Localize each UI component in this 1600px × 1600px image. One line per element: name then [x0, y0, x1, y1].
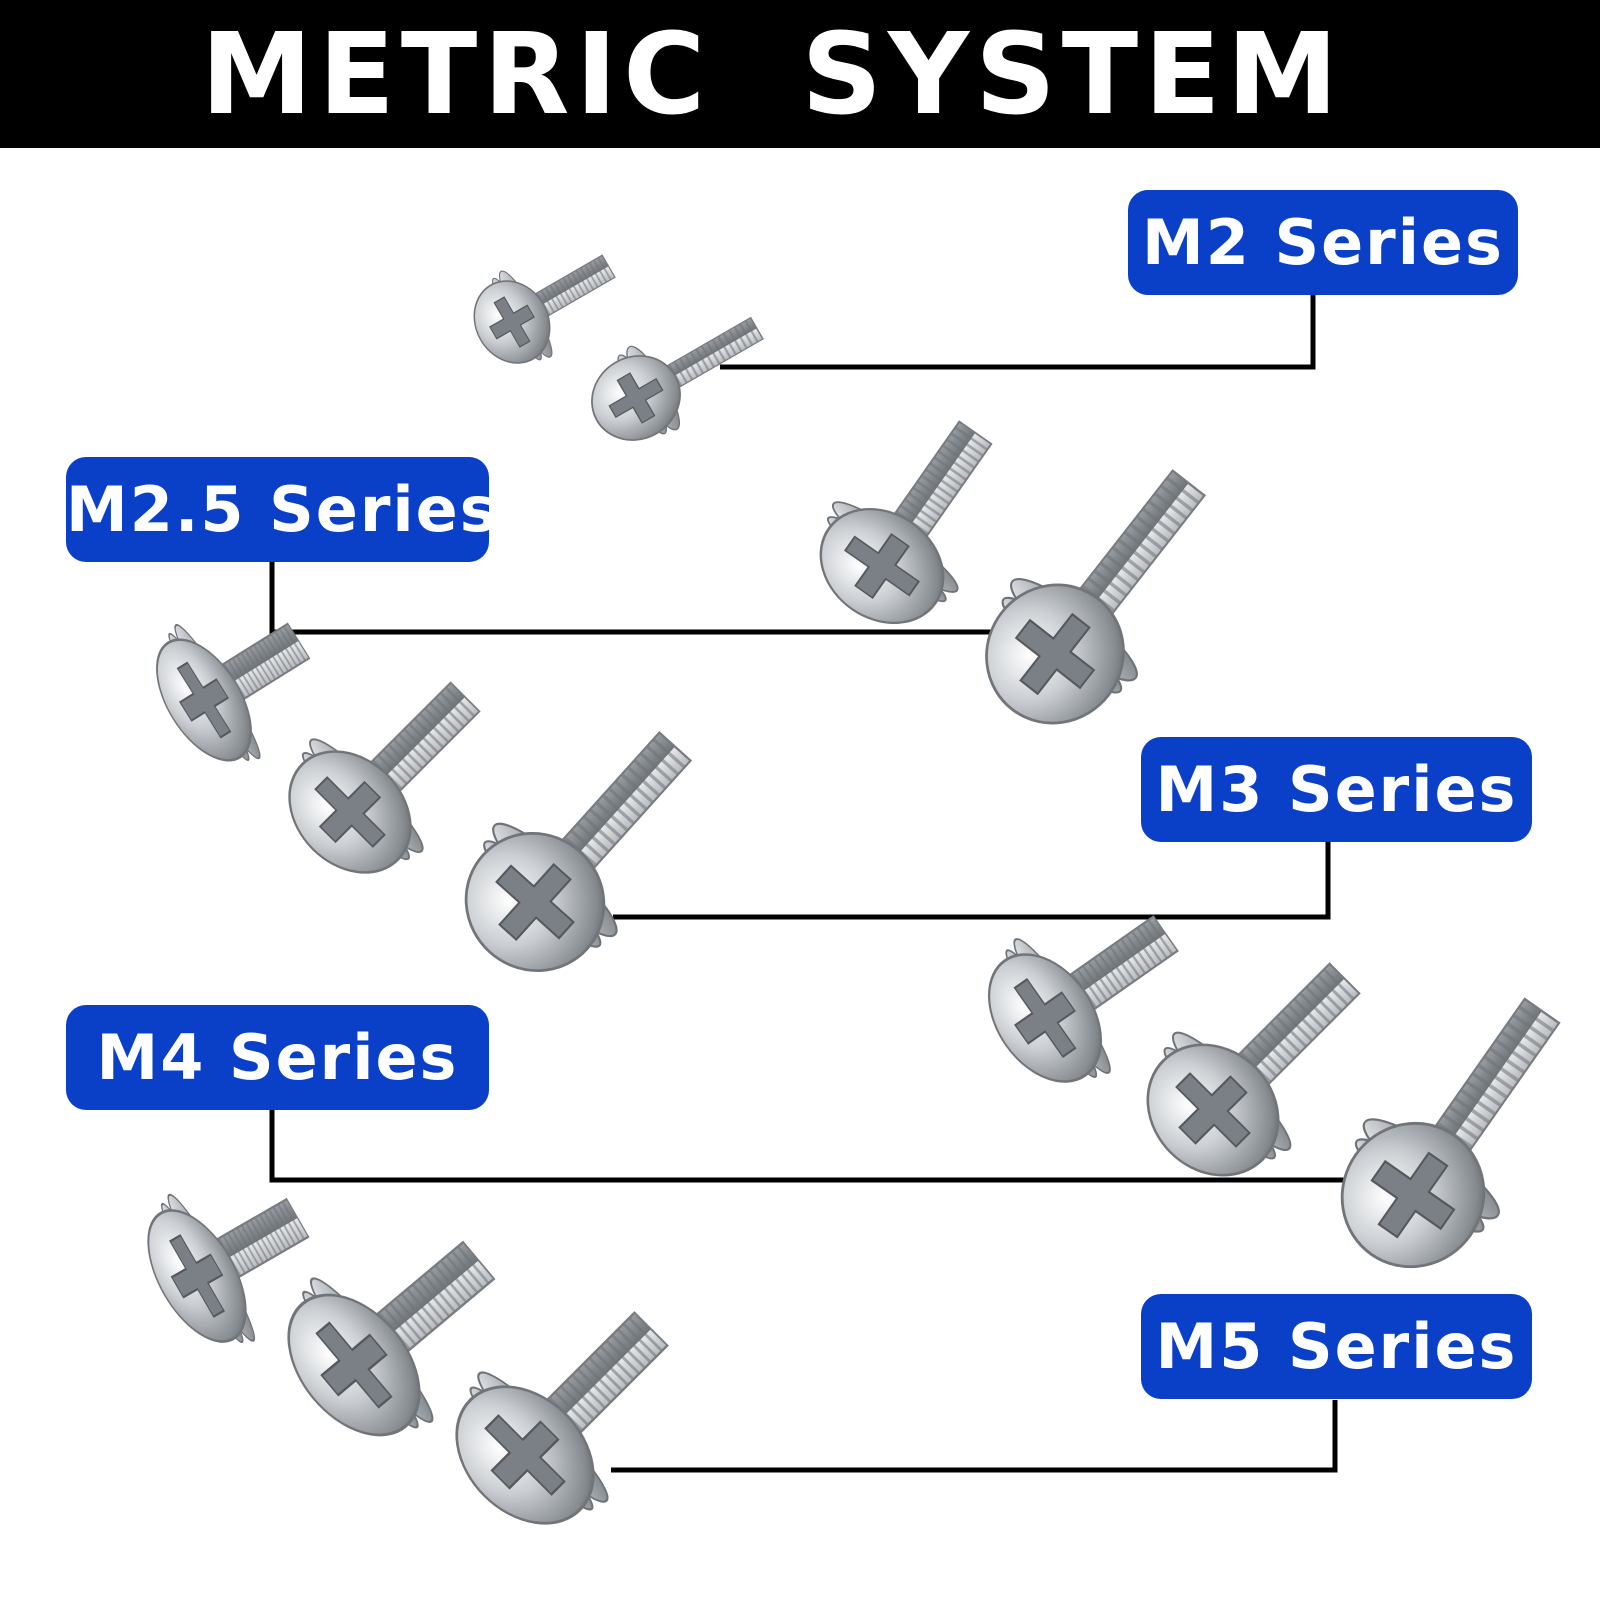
series-label-m25: M2.5 Series	[66, 457, 497, 562]
series-label-m2: M2 Series	[1128, 190, 1518, 295]
phillips-pan-head-screw-icon	[428, 690, 737, 1008]
page-title: METRIC SYSTEM	[200, 10, 1345, 140]
leader-line-m3	[613, 842, 1331, 920]
screw-group-m3	[130, 573, 737, 1008]
leader-line-m4	[269, 1110, 1372, 1183]
series-label-m3: M3 Series	[1141, 737, 1532, 842]
leader-lines	[269, 295, 1372, 1473]
screw-group-m5	[121, 1143, 716, 1561]
phillips-pan-head-screw-icon	[419, 1264, 716, 1561]
header-bar: METRIC SYSTEM	[0, 0, 1600, 148]
phillips-pan-head-screw-icon	[572, 286, 782, 463]
phillips-pan-head-screw-icon	[1303, 962, 1600, 1303]
phillips-pan-head-screw-icon	[455, 222, 635, 384]
screw-group-m4	[958, 865, 1600, 1303]
phillips-pan-head-screw-icon	[948, 433, 1252, 759]
series-label-m5: M5 Series	[1141, 1294, 1532, 1399]
leader-line-m25	[269, 562, 1002, 635]
leader-line-m2	[720, 295, 1316, 370]
series-label-m4: M4 Series	[66, 1005, 489, 1110]
leader-line-m5	[611, 1400, 1338, 1473]
screw-group-m2	[455, 222, 782, 463]
screw-group-m25	[788, 388, 1252, 759]
